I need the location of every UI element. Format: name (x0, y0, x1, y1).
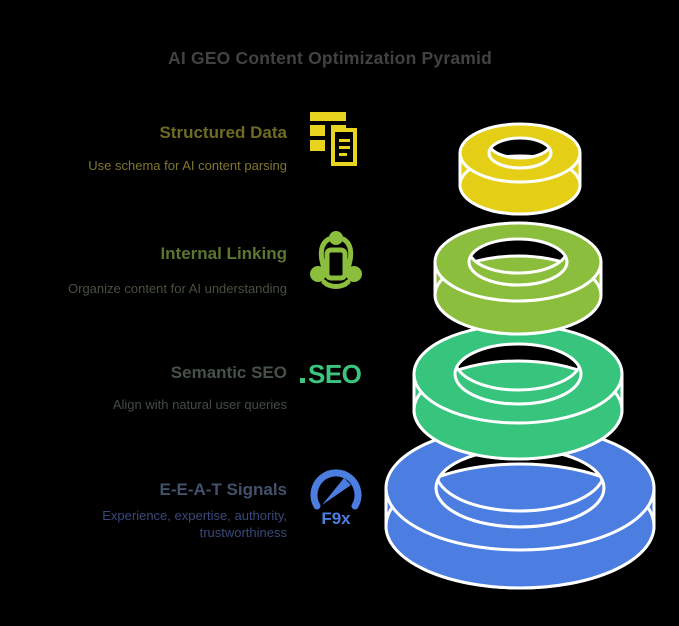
level-description-internal-linking: Organize content for AI understanding (68, 281, 287, 296)
gauge-icon: F9x (310, 469, 362, 528)
pyramid-ring-semantic-seo (412, 323, 624, 461)
gauge-icon-text: F9x (321, 509, 351, 528)
description-line-2: trustworthiness (199, 525, 287, 540)
seo-wordmark-icon: SEO (300, 358, 362, 390)
page-title: AI GEO Content Optimization Pyramid (168, 48, 492, 68)
pyramid-ring-eeat-signals (384, 424, 656, 590)
linked-nodes-icon (310, 231, 362, 289)
level-heading-structured-data: Structured Data (159, 123, 287, 142)
seo-wordmark-text: SEO (308, 358, 362, 389)
level-heading-eeat-signals: E-E-A-T Signals (159, 480, 287, 499)
level-heading-internal-linking: Internal Linking (160, 244, 287, 263)
level-description-semantic-seo: Align with natural user queries (112, 397, 287, 412)
level-description-eeat-signals: Experience, expertise, authority, trustw… (102, 507, 287, 541)
pyramid-ring-structured-data (458, 122, 582, 216)
pyramid-ring-internal-linking (433, 221, 603, 336)
structured-data-icon (310, 112, 357, 166)
level-heading-semantic-seo: Semantic SEO (170, 363, 287, 382)
level-description-structured-data: Use schema for AI content parsing (88, 158, 287, 173)
description-line-1: Experience, expertise, authority, (102, 508, 287, 523)
